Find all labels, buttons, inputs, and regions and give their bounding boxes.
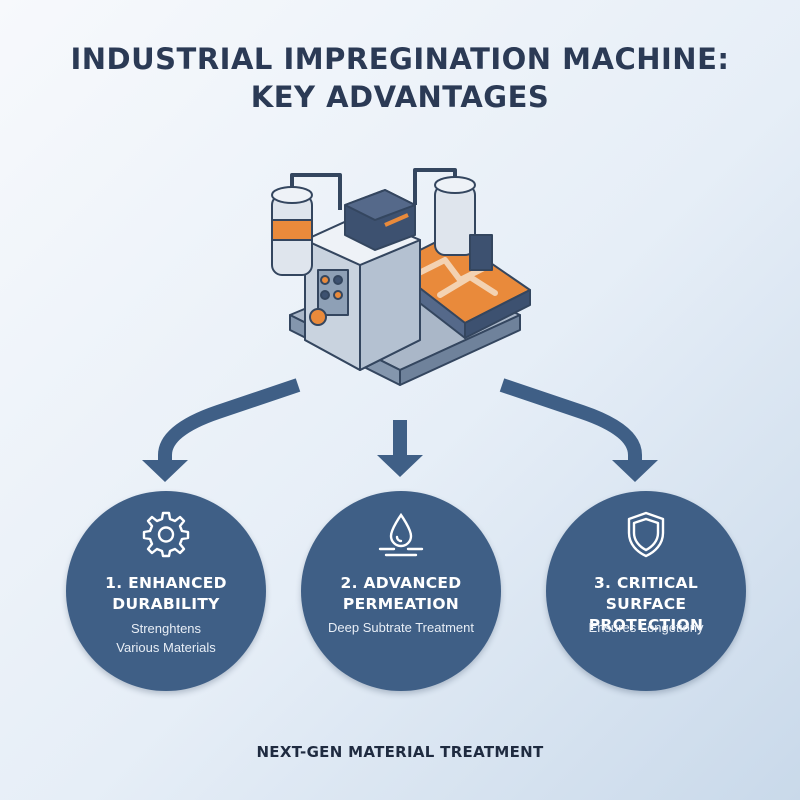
impregnation-machine-illustration <box>271 168 531 386</box>
advantage-heading: 1. ENHANCED DURABILITY <box>105 574 227 613</box>
advantage-description: Strenghtens Various Materials <box>116 621 216 655</box>
advantage-description: Deep Subtrate Treatment <box>328 620 474 635</box>
shield-icon <box>627 511 665 558</box>
footer-tagline: NEXT-GEN MATERIAL TREATMENT <box>256 743 544 761</box>
arrow-right-head <box>612 460 658 482</box>
advantage-durability: 1. ENHANCED DURABILITY Strenghtens Vario… <box>66 491 266 691</box>
water-drop-icon <box>378 512 424 557</box>
advantage-heading: 2. ADVANCED PERMEATION <box>340 574 462 613</box>
gear-icon <box>142 511 190 558</box>
title-line-2: KEY ADVANTAGES <box>250 80 550 114</box>
advantage-protection: 3. CRITICAL SURFACE PROTECTION Ensures L… <box>546 491 746 691</box>
arrow-left-head <box>142 460 188 482</box>
advantage-permeation: 2. ADVANCED PERMEATION Deep Subtrate Tre… <box>301 491 501 691</box>
advantage-description: Ensures Longetiony <box>588 620 704 635</box>
arrow-center-head <box>377 455 423 477</box>
title-line-1: INDUSTRIAL IMPREGINATION MACHINE: <box>70 42 730 76</box>
advantage-heading: 3. CRITICAL SURFACE PROTECTION <box>588 574 704 634</box>
page-title: INDUSTRIAL IMPREGINATION MACHINE: KEY AD… <box>0 40 800 116</box>
